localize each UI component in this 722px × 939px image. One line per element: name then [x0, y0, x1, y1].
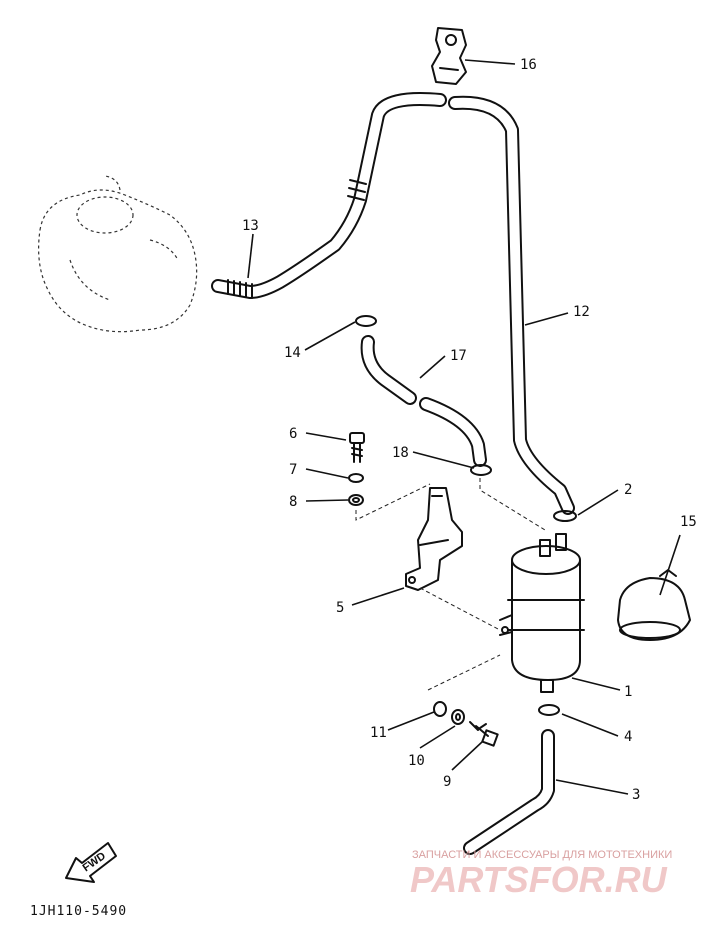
- cover-part-15: [617, 569, 691, 641]
- clip-part-4: [538, 704, 560, 716]
- bracket-part-5: [405, 487, 463, 591]
- washer-part-8: [348, 494, 364, 506]
- callout-18: 18: [392, 445, 409, 461]
- callout-11: 11: [370, 725, 387, 741]
- diagram-code: 1JH110-5490: [30, 904, 127, 919]
- callout-13: 13: [242, 218, 259, 234]
- fuel-hose-part-12: [448, 95, 575, 515]
- assembly-guides: [355, 478, 546, 691]
- hose-holder-part-16: [431, 27, 467, 85]
- watermark-tagline: ЗАПЧАСТИ И АКСЕССУАРЫ ДЛЯ МОТОТЕХНИКИ: [412, 849, 672, 861]
- callout-leaders: [247, 59, 681, 795]
- callout-15: 15: [680, 514, 697, 530]
- forward-arrow-icon: FWD: [65, 842, 117, 883]
- callout-2: 2: [624, 482, 632, 498]
- callout-labels: 16 12 13 14 17 6 7 8 18 2 15 5 1 4 3 11 …: [242, 57, 697, 803]
- callout-16: 16: [520, 57, 537, 73]
- bolt-part-6: [349, 432, 365, 463]
- clip-part-2: [553, 510, 577, 522]
- watermark-brand: PARTSFOR.RU: [410, 859, 668, 900]
- callout-10: 10: [408, 753, 425, 769]
- callout-7: 7: [289, 462, 297, 478]
- clip-part-14: [355, 315, 377, 327]
- fuel-hose-part-17: [360, 335, 487, 467]
- washer-part-11: [433, 701, 447, 717]
- fuel-filter-part-1: [499, 533, 585, 693]
- callout-17: 17: [450, 348, 467, 364]
- washer-part-10: [451, 709, 465, 725]
- callout-9: 9: [443, 774, 451, 790]
- callout-12: 12: [573, 304, 590, 320]
- clip-part-18: [470, 464, 492, 476]
- callout-6: 6: [289, 426, 297, 442]
- fuel-hose-part-3: [463, 729, 555, 855]
- callout-5: 5: [336, 600, 344, 616]
- callout-8: 8: [289, 494, 297, 510]
- bolt-part-9: [469, 721, 499, 747]
- callout-1: 1: [624, 684, 632, 700]
- fuel-hose-part-13: [211, 92, 447, 299]
- watermark: ЗАПЧАСТИ И АКСЕССУАРЫ ДЛЯ МОТОТЕХНИКИ PA…: [410, 849, 672, 900]
- washer-part-7: [348, 473, 364, 483]
- callout-14: 14: [284, 345, 301, 361]
- carburetor-outline: [38, 175, 198, 333]
- callout-3: 3: [632, 787, 640, 803]
- callout-4: 4: [624, 729, 632, 745]
